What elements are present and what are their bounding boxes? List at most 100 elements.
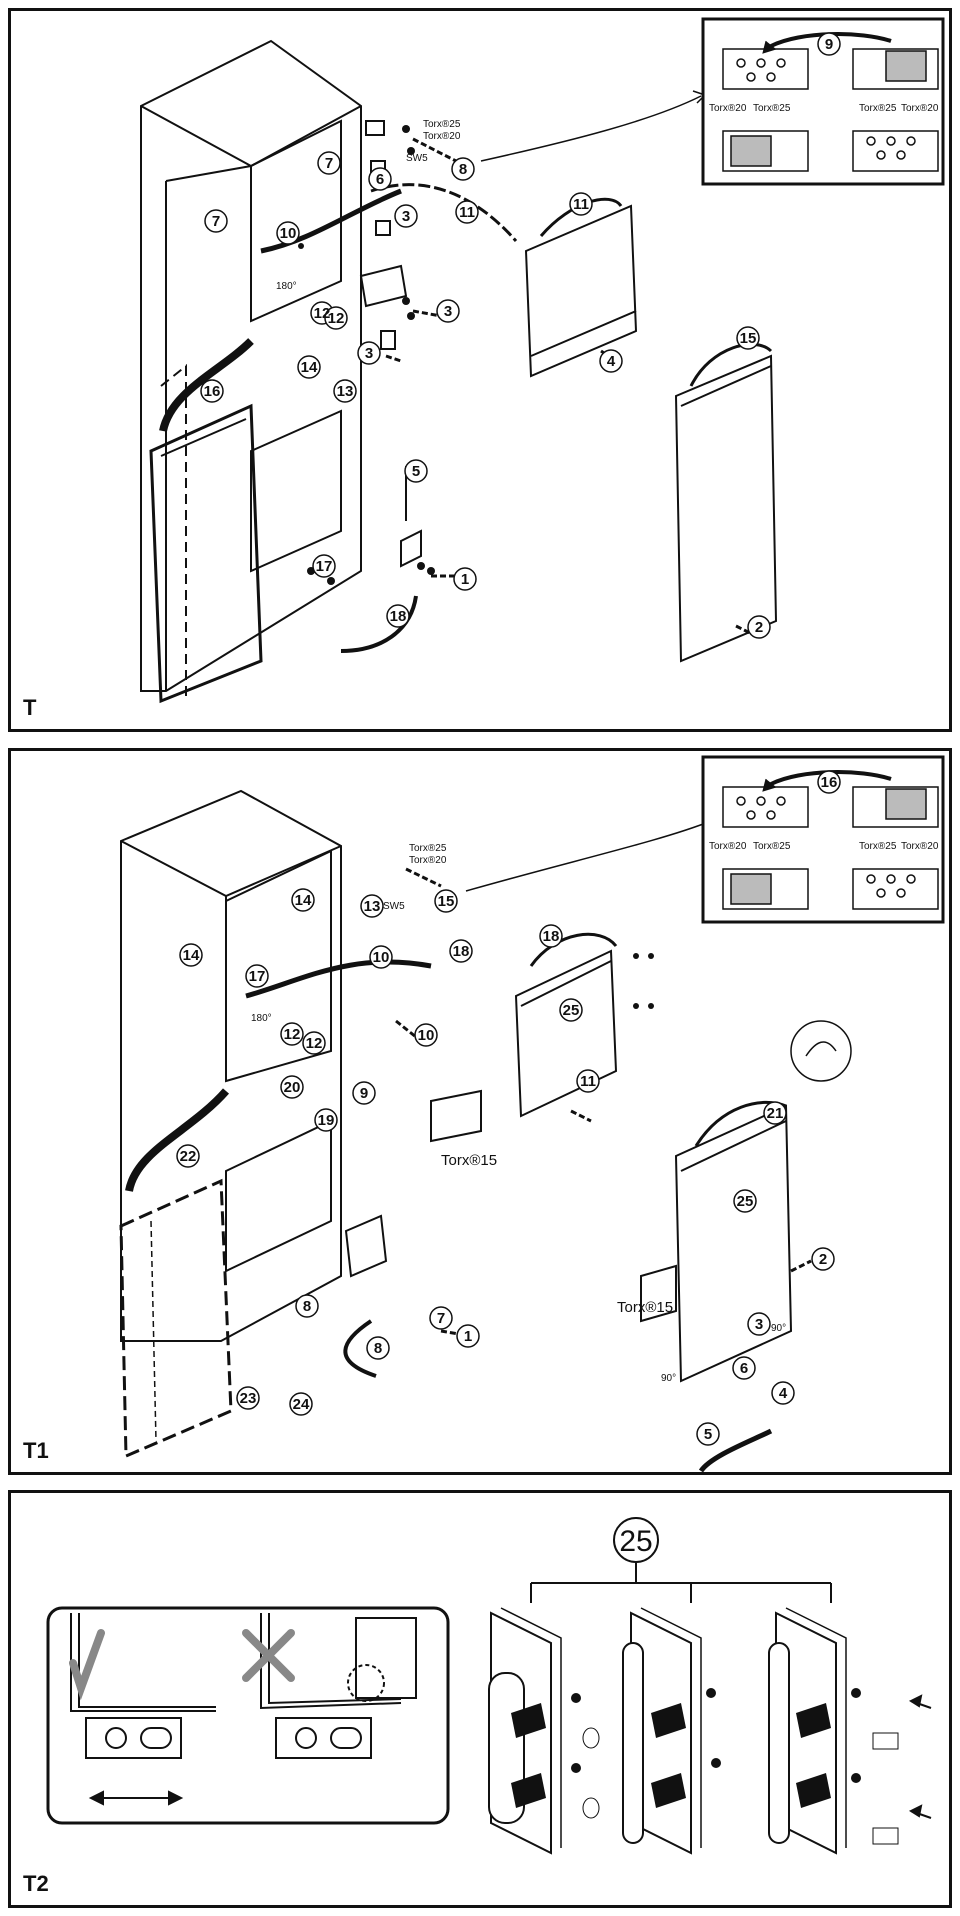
right-door-t1 xyxy=(674,1104,793,1383)
t1-callout-8b: 8 xyxy=(374,1340,382,1357)
panel-t1-label: T1 xyxy=(23,1438,49,1463)
fridge-body-t1 xyxy=(120,789,342,1342)
t1-callout-20: 20 xyxy=(284,1079,301,1096)
t1-callout-24: 24 xyxy=(293,1396,310,1413)
t-inset-torx20b: Torx®20 xyxy=(901,103,939,114)
t1-90deg-a: 90° xyxy=(771,1323,786,1334)
t-callout-14: 14 xyxy=(301,359,318,376)
panel-t1: 1 2 3 4 5 6 7 8 8 9 10 10 11 12 12 13 14… xyxy=(8,748,952,1475)
panel-t2-labels: 25 xyxy=(619,1525,652,1558)
t-callout-13: 13 xyxy=(337,383,354,400)
t1-inset-torx20a: Torx®20 xyxy=(709,841,747,852)
hand-detail xyxy=(790,1020,852,1082)
t1-callout-18b: 18 xyxy=(543,928,560,945)
t-callout-8: 8 xyxy=(459,161,467,178)
t1-callout-12a: 12 xyxy=(284,1026,301,1043)
t1-callout-12b: 12 xyxy=(306,1035,323,1052)
t-180deg: 180° xyxy=(276,281,297,292)
t-callout-12a: 12 xyxy=(314,305,331,322)
t1-sw5: SW5 xyxy=(383,901,405,912)
t-callout-3a: 3 xyxy=(444,303,452,320)
alignment-detail-box xyxy=(46,1606,450,1825)
t-callout-17: 17 xyxy=(316,558,333,575)
panel-t2: 25 T2 xyxy=(8,1490,952,1908)
inset-hinge-detail xyxy=(701,17,945,186)
t-callout-7a: 7 xyxy=(325,155,333,172)
t-callout-6: 6 xyxy=(376,171,384,188)
t1-torx15a: Torx®15 xyxy=(441,1152,497,1169)
t1-torx20: Torx®20 xyxy=(409,855,447,866)
t1-inset-torx20b: Torx®20 xyxy=(901,841,939,852)
check-icon xyxy=(69,1629,105,1701)
t-callout-4: 4 xyxy=(607,353,616,370)
t1-callout-25a: 25 xyxy=(563,1002,580,1019)
t-sw5: SW5 xyxy=(406,153,428,164)
fridge-body xyxy=(140,39,362,692)
t1-callout-10b: 10 xyxy=(418,1027,435,1044)
t-callout-11a: 11 xyxy=(459,204,475,221)
t-callout-1: 1 xyxy=(461,571,469,588)
t-torx20: Torx®20 xyxy=(423,131,461,142)
t1-callout-23: 23 xyxy=(240,1390,257,1407)
t1-callout-9: 9 xyxy=(360,1085,368,1102)
t1-callout-4: 4 xyxy=(779,1385,788,1402)
handle-variant-3 xyxy=(768,1607,899,1855)
t-inset-torx20a: Torx®20 xyxy=(709,103,747,114)
t-callout-3b: 3 xyxy=(402,208,410,225)
cross-icon xyxy=(242,1629,295,1682)
t2-callout-25: 25 xyxy=(619,1525,652,1558)
t-callout-18: 18 xyxy=(390,608,407,625)
t-callout-11b: 11 xyxy=(573,196,589,213)
tall-door xyxy=(674,354,778,663)
t1-callout-6: 6 xyxy=(740,1360,748,1377)
panel-t-label: T xyxy=(23,695,37,720)
t-torx25: Torx®25 xyxy=(423,119,461,130)
t1-callout-3: 3 xyxy=(755,1316,763,1333)
t1-180deg: 180° xyxy=(251,1013,272,1024)
t1-callout-18a: 18 xyxy=(453,943,470,960)
upper-compartment xyxy=(250,119,342,323)
t1-callout-11: 11 xyxy=(580,1073,596,1090)
t1-callout-21: 21 xyxy=(767,1105,784,1122)
t-callout-2: 2 xyxy=(755,619,763,636)
t-callout-12b: 12 xyxy=(328,310,345,327)
panel-t: 1 2 3 3 3 4 5 6 7 7 8 9 10 11 11 12 12 1… xyxy=(8,8,952,732)
t1-callout-10a: 10 xyxy=(373,949,390,966)
t1-callout-15: 15 xyxy=(438,893,455,910)
t1-torx25: Torx®25 xyxy=(409,843,447,854)
t-callout-9: 9 xyxy=(825,36,833,53)
panel-t-diagram xyxy=(140,17,945,704)
t1-callout-13: 13 xyxy=(364,898,381,915)
t-inset-torx25a: Torx®25 xyxy=(753,103,791,114)
t1-callout-2: 2 xyxy=(819,1251,827,1268)
t1-callout-8a: 8 xyxy=(303,1298,311,1315)
handle-variant-2 xyxy=(622,1607,702,1855)
t1-callout-7: 7 xyxy=(437,1310,445,1327)
t1-callout-19: 19 xyxy=(318,1112,335,1129)
t1-inset-torx25b: Torx®25 xyxy=(859,841,897,852)
t-inset-torx25b: Torx®25 xyxy=(859,103,897,114)
t1-callout-16: 16 xyxy=(821,774,838,791)
panel-t2-label: T2 xyxy=(23,1871,49,1896)
t1-90deg-b: 90° xyxy=(661,1373,676,1384)
upper-door xyxy=(524,204,638,378)
lower-door-dashed xyxy=(119,1178,233,1459)
t-callout-5: 5 xyxy=(412,463,420,480)
t1-torx15b: Torx®15 xyxy=(617,1299,673,1316)
panel-t2-diagram xyxy=(46,1517,932,1855)
t1-callout-5: 5 xyxy=(704,1426,712,1443)
handle-variant-1 xyxy=(488,1607,600,1855)
t1-callout-25b: 25 xyxy=(737,1193,754,1210)
panel-t1-labels: 1 2 3 4 5 6 7 8 8 9 10 10 11 12 12 13 14… xyxy=(176,770,939,1446)
t1-callout-17: 17 xyxy=(249,968,266,985)
t-callout-16: 16 xyxy=(204,383,221,400)
t-callout-15: 15 xyxy=(740,330,757,347)
panel-t-labels: 1 2 3 3 3 4 5 6 7 7 8 9 10 11 11 12 12 1… xyxy=(200,32,939,639)
t-callout-3c: 3 xyxy=(365,345,373,362)
t1-callout-14a: 14 xyxy=(295,892,312,909)
lower-door xyxy=(149,403,263,704)
t-callout-7b: 7 xyxy=(212,213,220,230)
t1-callout-22: 22 xyxy=(180,1148,197,1165)
t1-callout-1: 1 xyxy=(464,1328,472,1345)
t1-inset-torx25a: Torx®25 xyxy=(753,841,791,852)
